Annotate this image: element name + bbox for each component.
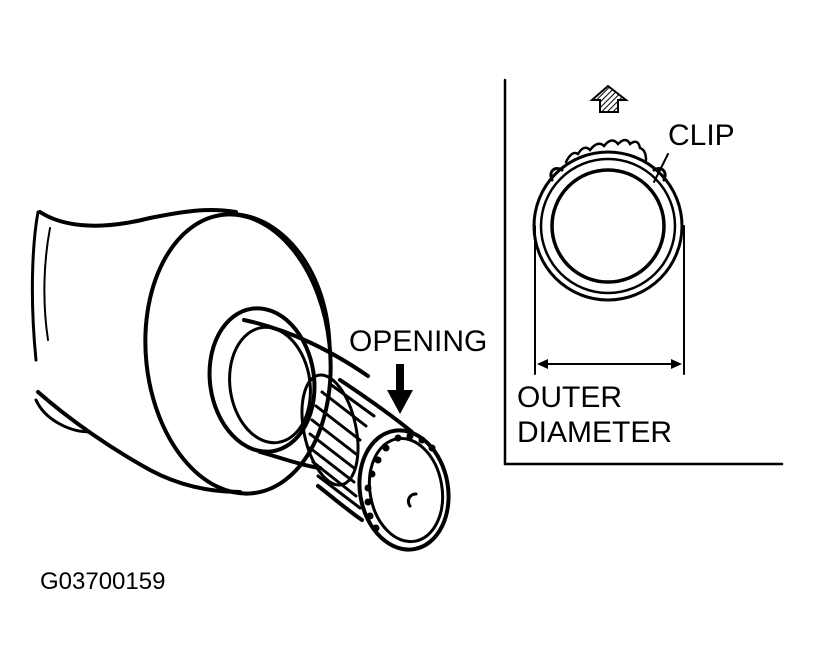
outer-diameter-label-line1: OUTER xyxy=(517,381,622,414)
flange xyxy=(143,212,333,496)
outer-diameter-label: OUTER DIAMETER xyxy=(517,380,672,450)
spline-section xyxy=(300,373,414,522)
drive-shaft-illustration xyxy=(30,208,451,552)
outer-diameter-label-line2: DIAMETER xyxy=(517,416,673,449)
opening-arrow xyxy=(387,364,413,414)
clip-ring xyxy=(532,138,684,302)
up-arrow-icon xyxy=(589,84,629,113)
housing-body xyxy=(30,208,242,494)
inset-panel xyxy=(503,78,784,466)
figure-code: G03700159 xyxy=(40,568,166,595)
spline-teeth xyxy=(308,382,376,510)
outer-diameter-dimension xyxy=(534,225,685,375)
opening-label: OPENING xyxy=(349,325,488,358)
shaft-clip-ring xyxy=(364,432,436,532)
clip-label: CLIP xyxy=(668,119,735,152)
clip-crest xyxy=(564,138,648,164)
clip-leader xyxy=(653,153,669,183)
